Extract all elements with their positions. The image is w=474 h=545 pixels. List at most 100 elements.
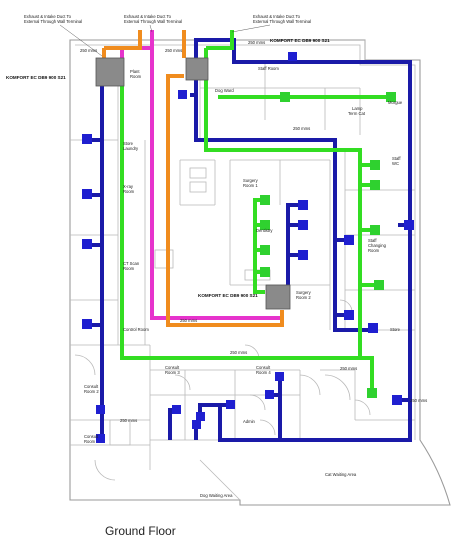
room-surgery2-l2: Room 2	[296, 295, 311, 300]
komfort-unit-3	[265, 284, 291, 310]
blue-diffuser	[82, 239, 92, 249]
room-surgery2-l1: Surgery	[296, 290, 312, 295]
green-diffuser	[374, 280, 384, 290]
room-dentistry: Dentistry	[256, 228, 273, 233]
blue-diffuser	[298, 220, 308, 230]
annotation-top2-line2: External Through Wall Terminal	[124, 19, 182, 24]
annotations: Exhaust & Intake Duct To External Throug…	[6, 14, 330, 298]
room-cat-waiting: Cat Waiting Area	[325, 472, 357, 477]
blue-diffusers	[82, 52, 414, 443]
duct-size-label: 250 mms	[410, 398, 427, 403]
duct-size-label: 250 mms	[230, 350, 247, 355]
room-surgery1-l2: Room 1	[243, 183, 258, 188]
room-dog-waiting: Dog Waiting Area	[200, 493, 233, 498]
green-diffuser	[367, 388, 377, 398]
room-ct-scan-l1: CT Scan	[123, 261, 140, 266]
blue-diffuser	[275, 372, 284, 381]
floor-caption: Ground Floor	[105, 524, 176, 538]
blue-diffuser	[96, 405, 105, 414]
duct-size-label: 250 mms	[180, 318, 197, 323]
blue-diffuser	[298, 250, 308, 260]
blue-diffuser	[226, 400, 235, 409]
blue-diffuser	[344, 235, 354, 245]
green-diffuser	[370, 160, 380, 170]
room-ct-scan-l2: Room	[123, 266, 135, 271]
green-diffuser	[260, 220, 270, 230]
unit2-label: KOMFORT EC DB9 900 S21	[270, 38, 330, 43]
room-labels: Plant Room Staff Room Dog Ward Lamp Term…	[84, 66, 403, 498]
room-staff-wc-l2: WC	[392, 161, 399, 166]
komfort-unit-2	[185, 57, 209, 81]
room-consult2-l1: Consult	[84, 384, 99, 389]
room-dog-ward: Dog Ward	[215, 88, 234, 93]
room-staff-changing-l3: Room	[368, 248, 380, 253]
blue-diffuser	[82, 189, 92, 199]
blue-diffuser	[392, 395, 402, 405]
green-diffuser	[370, 225, 380, 235]
room-consult3-l1: Consult	[165, 365, 180, 370]
annotation-top2-line1: Exhaust & Intake Duct To	[124, 14, 172, 19]
green-diffuser	[260, 195, 270, 205]
room-staff-wc-l1: Staff	[392, 156, 401, 161]
blue-diffuser	[96, 434, 105, 443]
green-diffuser	[280, 92, 290, 102]
green-duct-network	[120, 30, 390, 392]
blue-diffuser	[404, 220, 414, 230]
room-morgue: Morgue	[388, 100, 403, 105]
blue-diffuser	[196, 412, 205, 421]
green-diffuser	[386, 92, 396, 102]
room-consult4-l2: Room 4	[256, 370, 271, 375]
room-consult3-l2: Room 3	[165, 370, 180, 375]
blue-diffuser	[368, 323, 378, 333]
room-lamp-l2: Term Cat	[348, 111, 366, 116]
green-diffuser	[370, 180, 380, 190]
ventilation-units	[95, 57, 291, 310]
room-surgery1-l1: Surgery	[243, 178, 259, 183]
unit1-label: KOMFORT EC DB9 900 S21	[6, 75, 66, 80]
green-diffuser	[260, 245, 270, 255]
annotation-top1-line2: External Through Wall Terminal	[24, 19, 82, 24]
green-diffuser	[260, 267, 270, 277]
blue-diffuser	[178, 90, 187, 99]
blue-diffuser	[82, 319, 92, 329]
room-staff-room: Staff Room	[258, 66, 279, 71]
annotation-top3-line2: External Through Wall Terminal	[253, 19, 311, 24]
blue-diffuser	[288, 52, 297, 61]
room-xray-l2: Room	[123, 189, 135, 194]
duct-size-label: 250 mms	[80, 48, 97, 53]
unit3-label: KOMFORT EC DB9 900 S21	[198, 293, 258, 298]
blue-diffuser	[344, 310, 354, 320]
room-xray-l1: X-ray	[123, 184, 134, 189]
room-consult1-l1: Consult	[84, 434, 99, 439]
blue-diffuser	[82, 134, 92, 144]
duct-size-label: 250 mms	[340, 366, 357, 371]
room-store-right: Store	[390, 327, 401, 332]
duct-size-label: 250 mms	[248, 40, 265, 45]
room-plant-l1: Plant	[130, 69, 140, 74]
room-store-laundry-l2: Laundry	[123, 146, 139, 151]
room-staff-changing-l1: Staff	[368, 238, 377, 243]
room-staff-changing-l2: Changing	[368, 243, 387, 248]
room-lamp-l1: Lamp	[352, 106, 363, 111]
room-consult4-l1: Consult	[256, 365, 271, 370]
annotation-top1-line1: Exhaust & Intake Duct To	[24, 14, 72, 19]
annotation-top3-line1: Exhaust & Intake Duct To	[253, 14, 301, 19]
duct-size-label: 250 mms	[120, 418, 137, 423]
blue-diffuser	[265, 390, 274, 399]
orange-duct	[102, 30, 284, 327]
duct-size-labels: 250 mms 250 mms 250 mms 250 mms 250 mms …	[80, 40, 427, 423]
room-consult1-l2: Room	[84, 439, 96, 444]
blue-diffuser	[172, 405, 181, 414]
room-plant-l2: Room	[130, 74, 142, 79]
duct-size-label: 250 mms	[165, 48, 182, 53]
room-control: Control Room	[123, 327, 149, 332]
room-store-laundry-l1: Store	[123, 141, 134, 146]
room-admin: Admin	[243, 419, 256, 424]
room-consult2-l2: Room 2	[84, 389, 99, 394]
green-diffusers	[260, 92, 396, 398]
blue-diffuser	[192, 420, 201, 429]
duct-size-label: 250 mms	[293, 126, 310, 131]
komfort-unit-1	[95, 57, 125, 87]
blue-diffuser	[298, 200, 308, 210]
